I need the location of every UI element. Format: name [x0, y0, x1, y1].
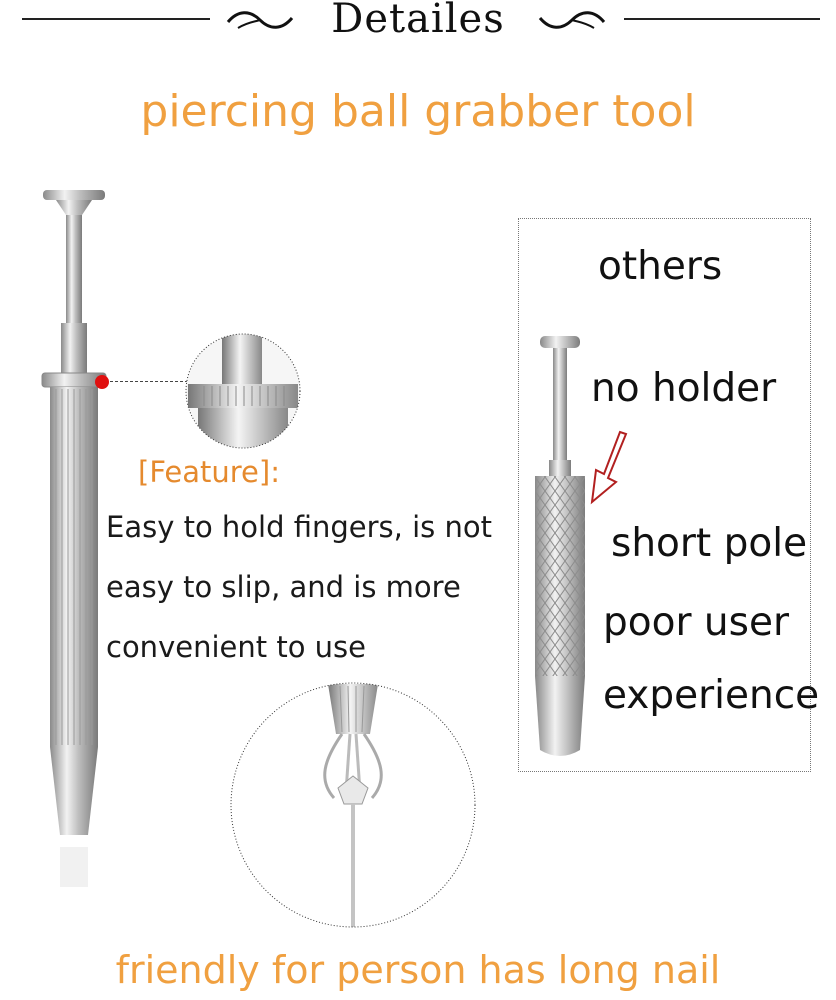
- comparison-heading: others: [598, 244, 723, 289]
- comparison-point-3: poor user: [603, 600, 789, 645]
- feature-line-3: convenient to use: [106, 630, 366, 664]
- header-left-rule: [22, 18, 210, 20]
- ring-detail-zoom: [185, 333, 301, 449]
- header-right-rule: [624, 18, 820, 20]
- arrow-icon: [590, 430, 628, 505]
- comparison-point-1: no holder: [591, 366, 777, 411]
- feature-line-2: easy to slip, and is more: [106, 570, 461, 604]
- left-flourish-icon: [226, 11, 294, 29]
- feature-line-1: Easy to hold fingers, is not: [106, 510, 492, 544]
- comparison-point-4: experience: [603, 673, 820, 718]
- prong-detail-zoom: [230, 682, 476, 928]
- footer-text: friendly for person has long nail: [115, 948, 721, 992]
- product-title: piercing ball grabber tool: [140, 86, 696, 137]
- comparison-panel: [518, 218, 811, 772]
- comparison-point-2: short pole: [611, 521, 808, 566]
- callout-dashed-line: [110, 381, 188, 382]
- callout-marker: [95, 375, 109, 389]
- right-flourish-icon: [538, 11, 606, 29]
- short-tool-image: [535, 336, 585, 756]
- grabber-tool-image: [41, 190, 107, 887]
- feature-label: [Feature]:: [138, 455, 280, 489]
- header-title: Detailes: [331, 0, 505, 42]
